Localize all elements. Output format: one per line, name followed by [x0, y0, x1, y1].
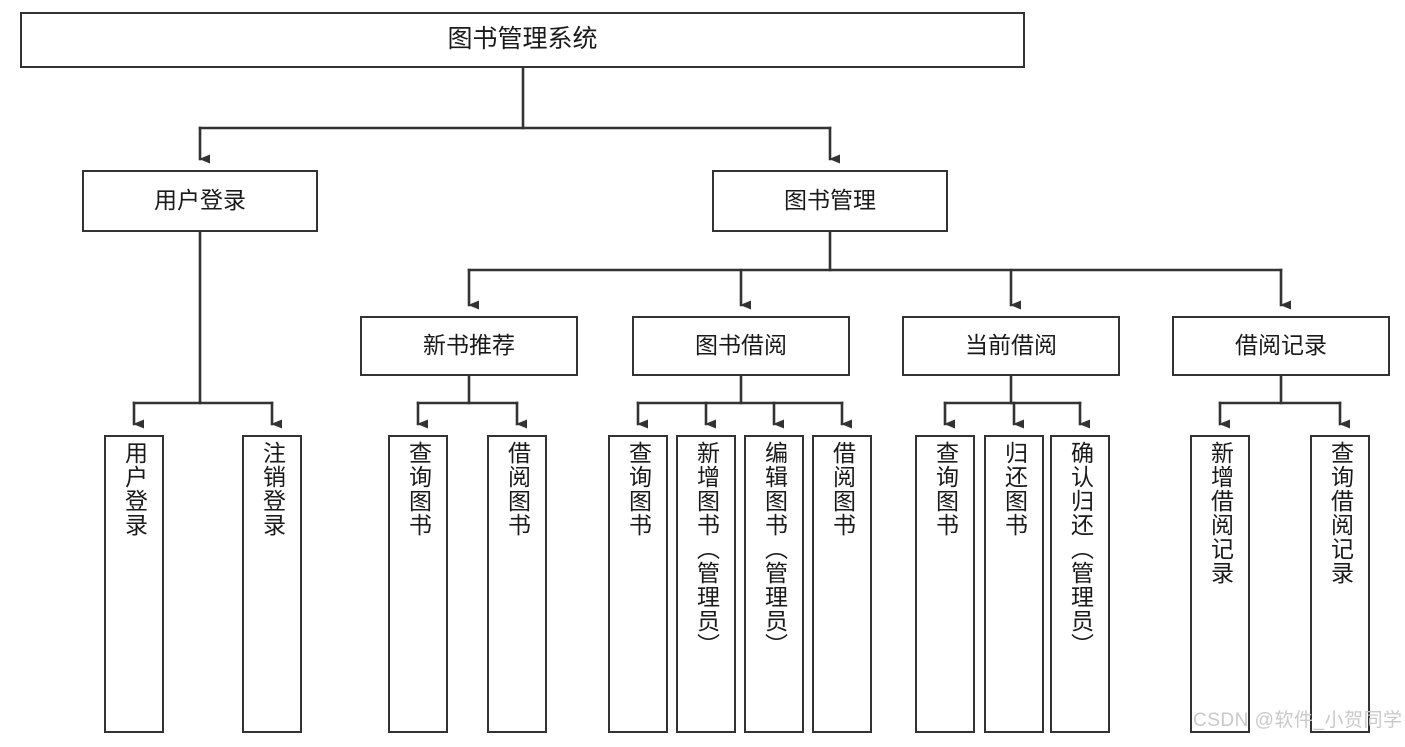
node-borrow-record-label: 借阅记录 [1235, 332, 1327, 359]
node-leaf-query-book-2[interactable]: 查询图书 [608, 435, 668, 733]
node-current-borrow[interactable]: 当前借阅 [902, 316, 1120, 376]
node-book-borrow[interactable]: 图书借阅 [632, 316, 850, 376]
node-leaf-query-record[interactable]: 查询借阅记录 [1310, 435, 1370, 733]
node-leaf-return-book-label: 归还图书 [1001, 441, 1028, 537]
node-book-manage-label: 图书管理 [784, 187, 876, 214]
node-leaf-add-record-label: 新增借阅记录 [1207, 441, 1234, 585]
node-leaf-logout-label: 注销登录 [259, 441, 286, 537]
node-leaf-add-record[interactable]: 新增借阅记录 [1190, 435, 1250, 733]
node-leaf-query-book-3-label: 查询图书 [932, 441, 959, 537]
node-current-borrow-label: 当前借阅 [965, 332, 1057, 359]
node-leaf-return-book[interactable]: 归还图书 [984, 435, 1044, 733]
node-new-book-rec[interactable]: 新书推荐 [360, 316, 578, 376]
node-leaf-edit-book-label: 编辑图书（管理员） [761, 441, 788, 657]
node-leaf-borrow-book-1[interactable]: 借阅图书 [487, 435, 547, 733]
node-leaf-borrow-book-2[interactable]: 借阅图书 [812, 435, 872, 733]
node-root-book-management-system[interactable]: 图书管理系统 [20, 12, 1025, 68]
node-root-label: 图书管理系统 [447, 25, 598, 54]
node-leaf-query-book-1[interactable]: 查询图书 [388, 435, 448, 733]
node-borrow-record[interactable]: 借阅记录 [1172, 316, 1390, 376]
node-leaf-edit-book[interactable]: 编辑图书（管理员） [744, 435, 804, 733]
node-leaf-add-book[interactable]: 新增图书（管理员） [676, 435, 736, 733]
node-leaf-user-login-label: 用户登录 [121, 441, 148, 537]
node-leaf-borrow-book-1-label: 借阅图书 [504, 441, 531, 537]
node-book-manage[interactable]: 图书管理 [712, 170, 948, 232]
node-new-book-rec-label: 新书推荐 [423, 332, 515, 359]
node-leaf-query-record-label: 查询借阅记录 [1327, 441, 1354, 585]
node-user-login[interactable]: 用户登录 [82, 170, 318, 232]
node-leaf-confirm-return-label: 确认归还（管理员） [1067, 441, 1094, 657]
node-leaf-logout[interactable]: 注销登录 [242, 435, 302, 733]
node-leaf-add-book-label: 新增图书（管理员） [693, 441, 720, 657]
node-leaf-borrow-book-2-label: 借阅图书 [829, 441, 856, 537]
node-book-borrow-label: 图书借阅 [695, 332, 787, 359]
node-leaf-query-book-1-label: 查询图书 [405, 441, 432, 537]
node-leaf-confirm-return[interactable]: 确认归还（管理员） [1050, 435, 1110, 733]
node-leaf-user-login[interactable]: 用户登录 [104, 435, 164, 733]
node-user-login-label: 用户登录 [154, 187, 246, 214]
node-leaf-query-book-2-label: 查询图书 [625, 441, 652, 537]
node-leaf-query-book-3[interactable]: 查询图书 [915, 435, 975, 733]
